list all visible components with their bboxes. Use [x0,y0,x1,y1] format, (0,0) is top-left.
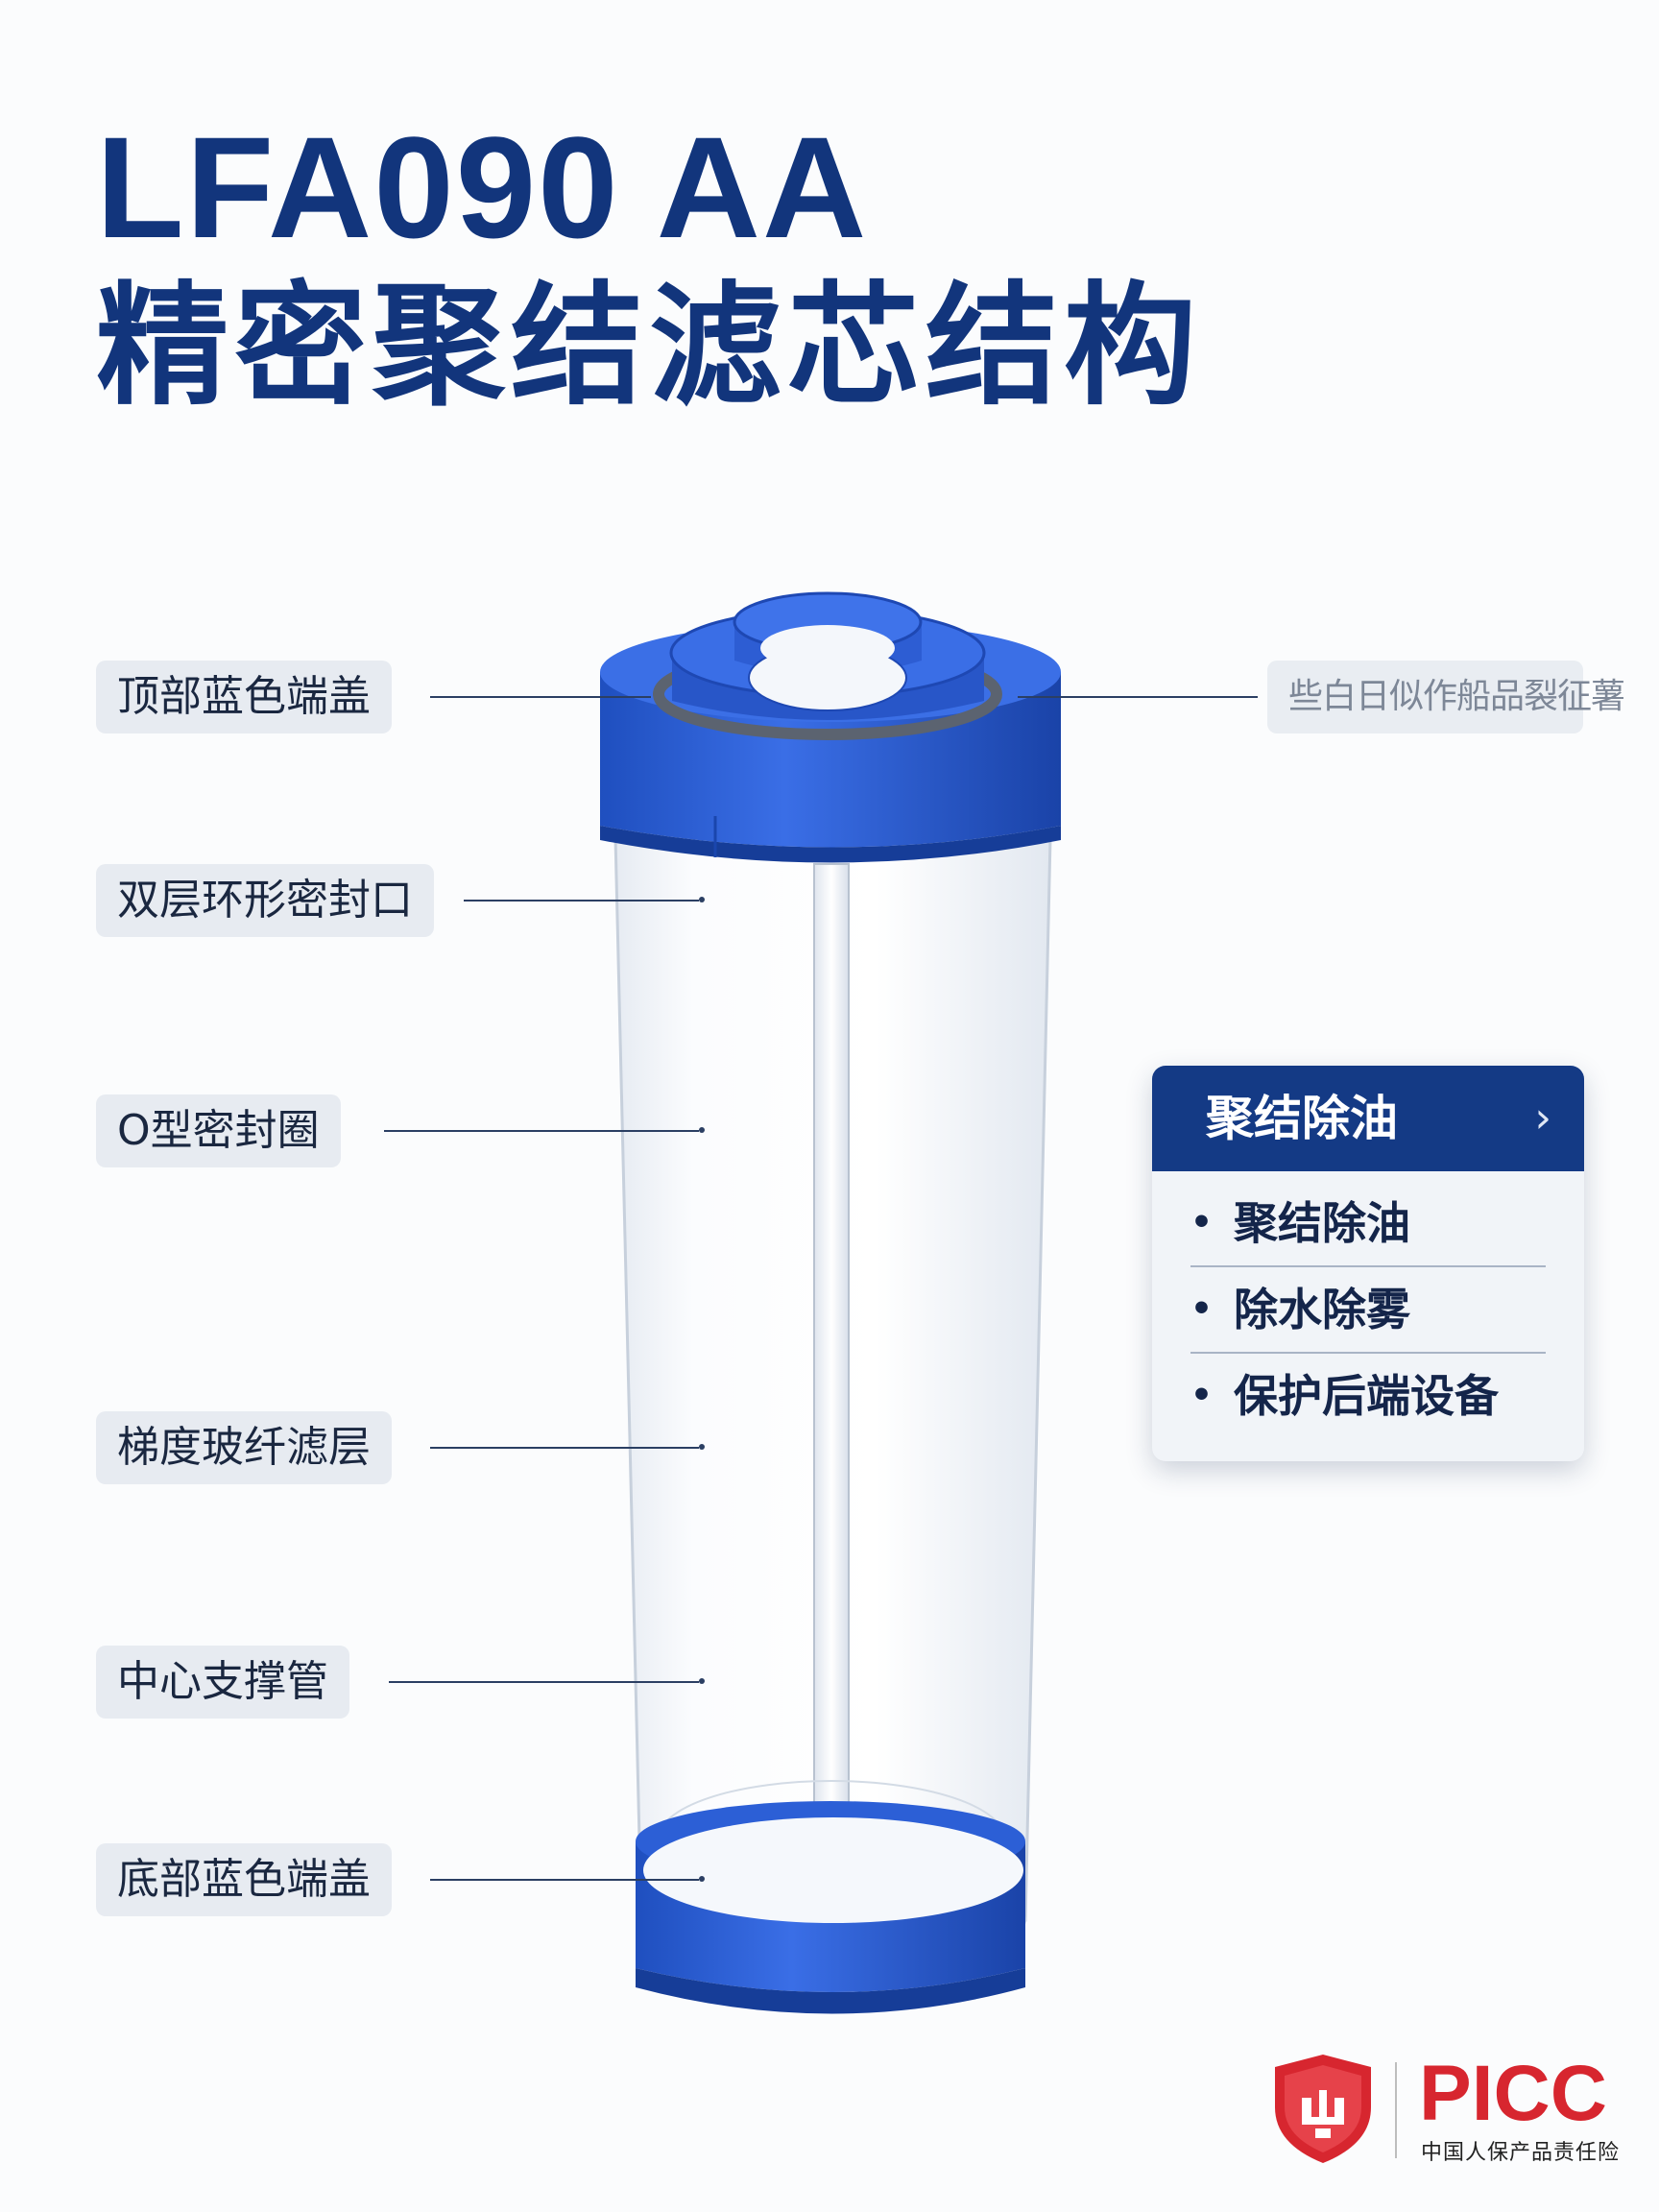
feature-card-title: 聚结除油 [1206,1091,1398,1146]
bottom-end-cap [636,1801,1025,2014]
leader-o-ring [384,1130,699,1132]
feature-list-item: • 聚结除油 [1190,1181,1546,1267]
feature-list-item: • 保护后端设备 [1190,1354,1546,1438]
callout-center-tube: 中心支撑管 [96,1646,349,1719]
callout-double-seal: 双层环形密封口 [96,864,434,937]
feature-card-header[interactable]: 聚结除油 › [1152,1066,1584,1171]
callout-gradient-layer: 梯度玻纤滤层 [96,1411,392,1484]
chevron-right-icon: › [1534,1094,1551,1142]
title-structure: 精密聚结滤芯结构 [96,269,1203,423]
leader-dot [699,1876,705,1882]
title-model: LFA090 AA [96,107,869,268]
feature-card-list: • 聚结除油 • 除水除雾 • 保护后端设备 [1152,1171,1584,1438]
leader-dot [699,1127,705,1133]
callout-right-label: 些白日似作船品裂征薯 [1267,661,1625,733]
logo-subtitle: 中国人保产品责任险 [1421,2141,1621,2165]
shield-icon [1275,2055,1371,2163]
leader-center-tube [389,1681,699,1683]
bullet-icon: • [1190,1289,1214,1329]
feature-list-item: • 除水除雾 [1190,1267,1546,1354]
leader-top-cap [430,696,651,698]
feature-card: 聚结除油 › • 聚结除油 • 除水除雾 • 保护后端设备 [1152,1066,1584,1461]
bullet-icon: • [1190,1203,1214,1242]
leader-right-label [1018,696,1258,698]
callout-top-cap: 顶部蓝色端盖 [96,661,392,733]
leader-gradient-layer [430,1447,699,1449]
logo-brand: PICC [1419,2050,1607,2137]
leader-double-seal [464,900,699,902]
leader-dot [699,1444,705,1450]
bullet-icon: • [1190,1376,1214,1415]
logo-divider [1395,2062,1397,2158]
double-ring-seal [669,591,986,720]
leader-dot [699,1678,705,1684]
callout-o-ring: O型密封圈 [96,1094,341,1167]
leader-dot [699,897,705,902]
leader-bottom-cap [430,1879,699,1881]
callout-bottom-cap: 底部蓝色端盖 [96,1843,392,1916]
